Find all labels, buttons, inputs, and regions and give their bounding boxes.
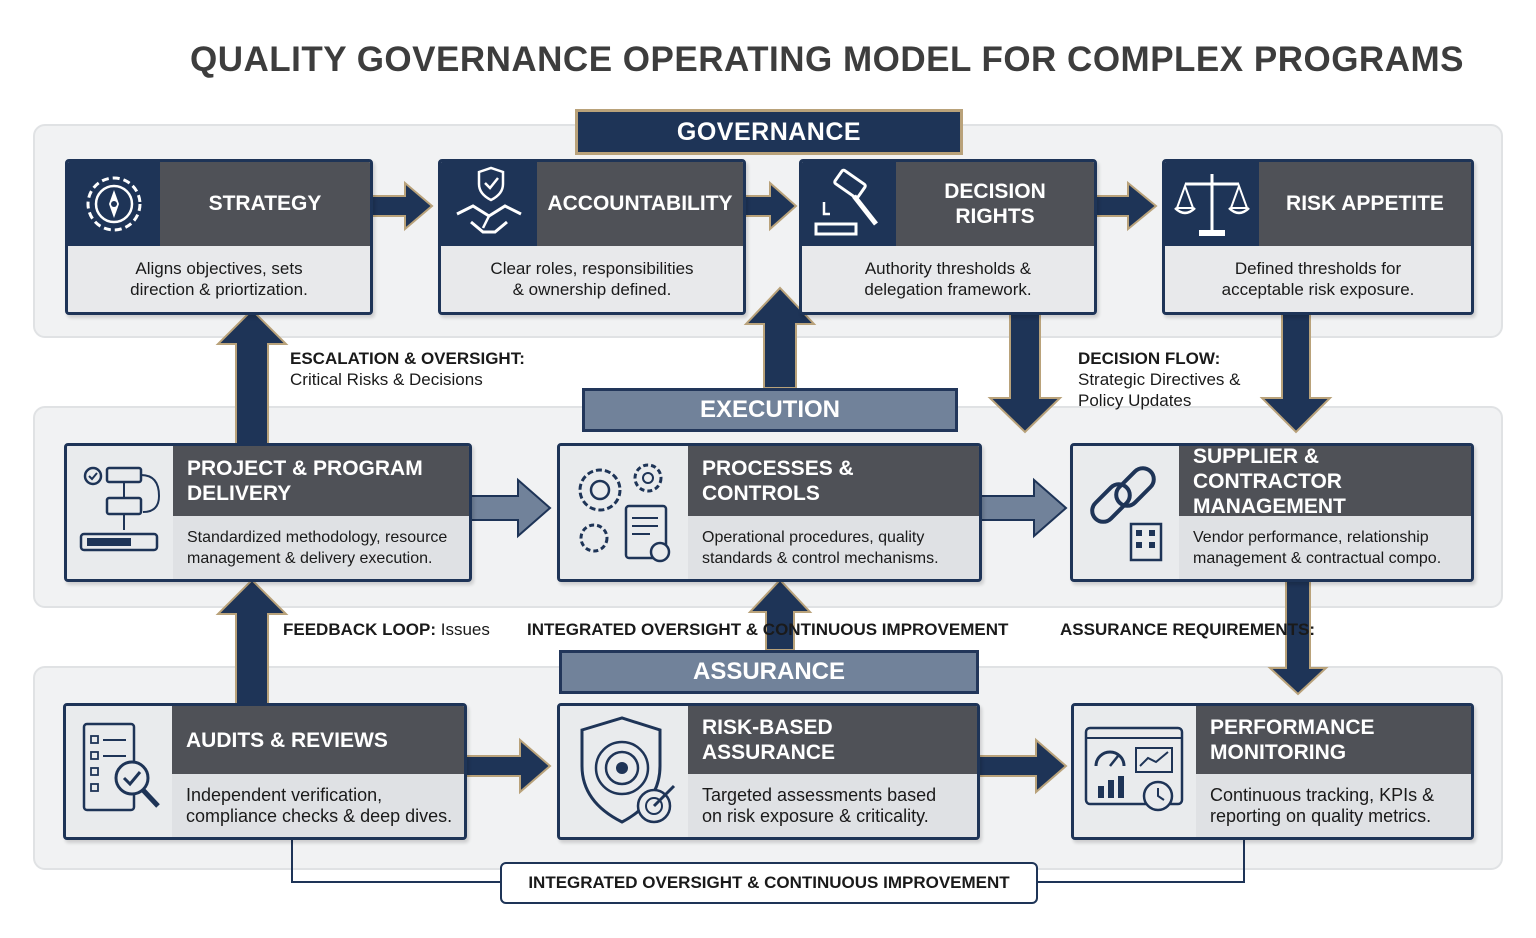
bottom-connector-line-right: [1036, 834, 1245, 883]
arrow-risk-performance: [973, 737, 1068, 795]
gavel-icon: [802, 162, 896, 246]
label-integrated-oversight-mid: INTEGRATED OVERSIGHT & CONTINUOUS IMPROV…: [527, 620, 1009, 639]
handshake-shield-icon: [441, 162, 537, 246]
dashboard-icon: [1074, 706, 1196, 837]
card-processes-controls-title: PROCESSES &CONTROLS: [688, 446, 979, 516]
arrow-feedback-up: [215, 578, 289, 705]
arrow-escalation-up: [215, 308, 289, 445]
arrow-strategy-accountability: [367, 180, 434, 232]
label-assurance-requirements: ASSURANCE REQUIREMENTS:: [1060, 620, 1316, 639]
gears-document-icon: [560, 446, 688, 579]
label-feedback-loop: FEEDBACK LOOP: Issues: [283, 620, 490, 639]
card-processes-controls: PROCESSES &CONTROLS Operational procedur…: [557, 443, 982, 582]
card-performance-monitoring-desc: Continuous tracking, KPIs &reporting on …: [1196, 774, 1471, 837]
arrow-assurance-req-down: [1267, 577, 1329, 696]
workflow-icon: [67, 446, 173, 579]
arrow-accountability-decision: [740, 180, 798, 232]
checklist-magnifier-icon: [66, 706, 172, 837]
page-title: QUALITY GOVERNANCE OPERATING MODEL FOR C…: [190, 40, 1464, 79]
arrow-audits-risk: [461, 737, 552, 795]
label-decision-flow: DECISION FLOW: Strategic Directives & Po…: [1078, 349, 1241, 410]
tier-assurance: ASSURANCE: [559, 650, 979, 694]
arrow-decision-down: [987, 309, 1063, 434]
arrow-decision-risk: [1091, 180, 1158, 232]
arrow-processes-supplier: [975, 477, 1068, 539]
card-accountability-title: ACCOUNTABILITY: [537, 162, 743, 246]
card-decision-rights-desc: Authority thresholds &delegation framewo…: [802, 246, 1094, 312]
card-accountability: ACCOUNTABILITY Clear roles, responsibili…: [438, 159, 746, 315]
arrow-delivery-processes: [465, 477, 552, 539]
arrow-risk-down: [1259, 309, 1333, 434]
card-audits-reviews-title: AUDITS & REVIEWS: [172, 706, 464, 774]
card-accountability-desc: Clear roles, responsibilities& ownership…: [441, 246, 743, 312]
shield-target-icon: [560, 706, 688, 837]
arrow-assurance-up: [747, 578, 813, 651]
scales-icon: [1165, 162, 1259, 246]
chain-building-icon: [1073, 446, 1179, 579]
bottom-connector-line: [291, 834, 500, 883]
tier-governance: GOVERNANCE: [575, 109, 963, 155]
card-risk-appetite-title: RISK APPETITE: [1259, 162, 1471, 246]
arrow-execution-up: [743, 286, 817, 389]
card-audits-reviews: AUDITS & REVIEWS Independent verificatio…: [63, 703, 467, 840]
card-strategy-title: STRATEGY: [160, 162, 370, 246]
label-integrated-oversight-bottom: INTEGRATED OVERSIGHT & CONTINUOUS IMPROV…: [500, 862, 1038, 904]
label-escalation: ESCALATION & OVERSIGHT: Critical Risks &…: [290, 349, 525, 389]
tier-execution: EXECUTION: [582, 388, 958, 432]
card-audits-reviews-desc: Independent verification,compliance chec…: [172, 774, 464, 837]
compass-gear-icon: [68, 162, 160, 246]
